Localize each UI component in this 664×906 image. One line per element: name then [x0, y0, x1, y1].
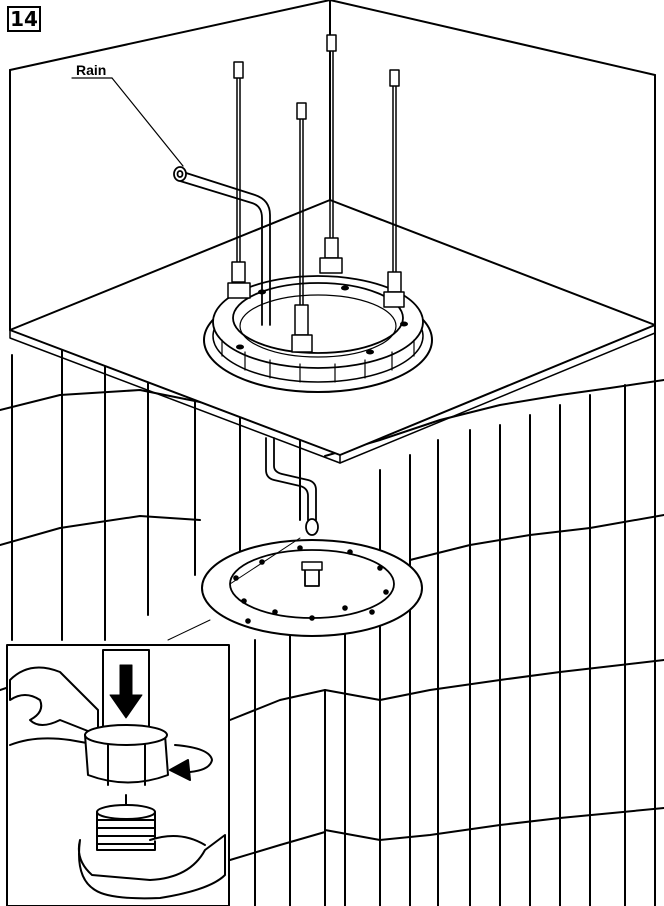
rain-callout-label: Rain [76, 62, 107, 78]
down-arrow-icon [109, 664, 143, 719]
hose-fittings [227, 237, 405, 353]
detail-inset [6, 644, 230, 906]
tile-wall-right [229, 329, 664, 906]
wrench-icon [9, 666, 99, 746]
rain-pipe [173, 166, 271, 326]
ceiling-ring [203, 275, 433, 393]
drop-pipe [265, 437, 319, 536]
tile-wall-left [0, 349, 301, 691]
rotate-arrow-icon [169, 744, 213, 781]
rain-callout-leader [71, 77, 184, 167]
mounting-plate [167, 537, 423, 641]
step-number-badge: 14 [7, 6, 41, 32]
hoses [233, 34, 400, 306]
